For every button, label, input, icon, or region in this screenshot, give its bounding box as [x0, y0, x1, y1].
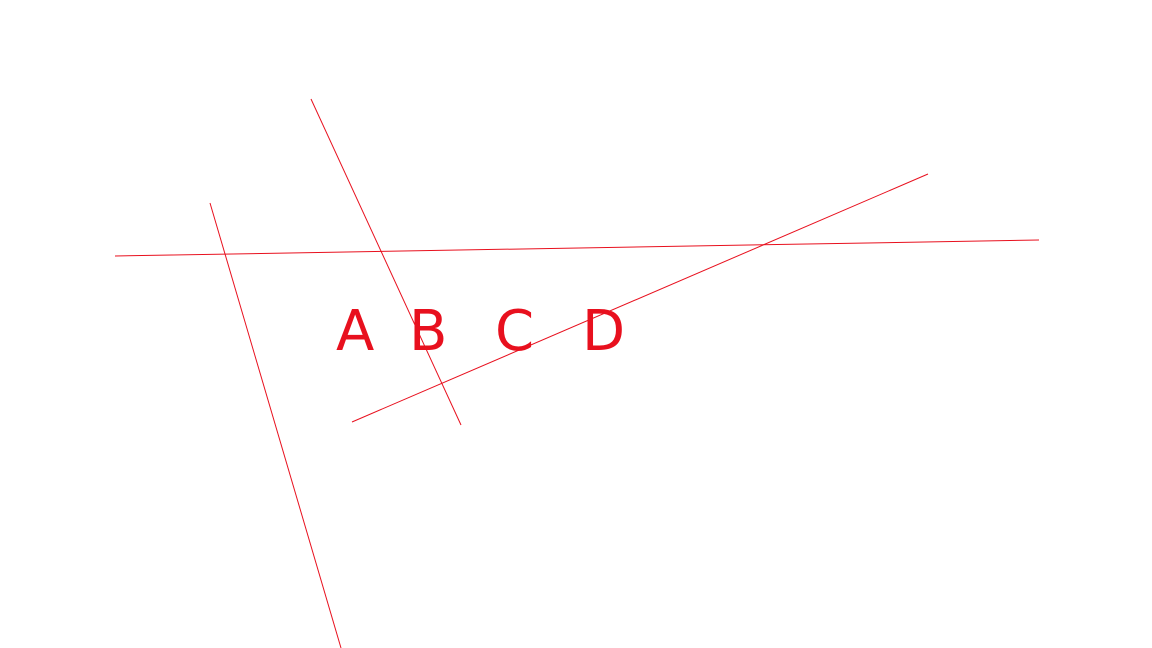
- diagonal-line-up: [351, 173, 929, 423]
- diagonal-line-down: [310, 98, 462, 426]
- label-c: C: [495, 299, 534, 364]
- horizontal-line: [114, 239, 1040, 257]
- label-a: A: [336, 299, 374, 364]
- left-steep-line: [209, 202, 342, 648]
- label-d: D: [582, 299, 625, 364]
- label-b: B: [409, 299, 447, 364]
